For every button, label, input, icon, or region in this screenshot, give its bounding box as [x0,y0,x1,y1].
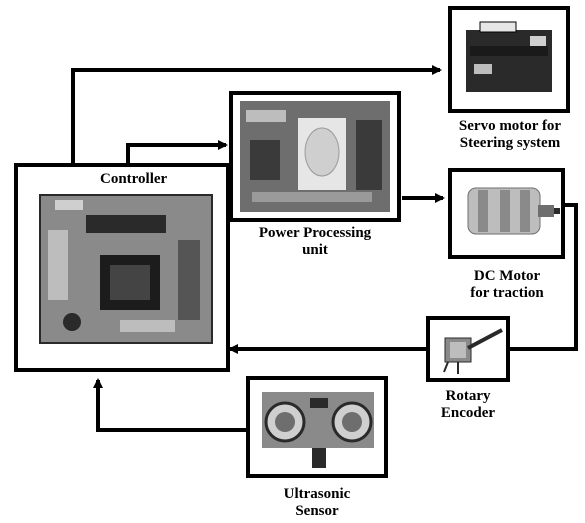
arrow-controller-to-power-unit [126,140,228,163]
controller-block [14,163,230,372]
servo-motor-label: Servo motor for Steering system [440,118,580,152]
dc-motor-label-line2: for traction [470,285,544,301]
controller-board-photo [39,194,213,344]
servo-motor-block [448,6,570,113]
rotary-encoder-label: Rotary Encoder [420,388,516,422]
servo-motor-label-line2: Steering system [459,135,561,151]
power-unit-label-line1: Power Processing [258,225,372,241]
power-unit-label: Power Processing unit [244,225,386,259]
controller-label-text: Controller [100,171,168,187]
power-board-photo [240,101,390,212]
dc-motor-photo [467,187,560,235]
arrow-controller-to-servo [71,65,442,163]
arrow-dc-motor-to-encoder [510,203,578,351]
ultrasonic-sensor-label: Ultrasonic Sensor [262,486,372,520]
servo-motor-photo [466,21,552,92]
connections [71,65,578,432]
controller-label: Controller [100,171,167,188]
servo-motor-label-line1: Servo motor for [458,118,562,134]
rotary-encoder-label-line1: Rotary [445,388,491,404]
ultrasonic-sensor-photo [262,392,374,468]
rotary-encoder-block [426,316,510,382]
dc-motor-label-line1: DC Motor [473,268,541,284]
arrow-sensor-to-controller [93,378,248,432]
rotary-encoder-photo [443,328,503,374]
power-unit-label-line2: unit [302,242,328,258]
ultrasonic-sensor-label-line2: Sensor [295,503,339,519]
dc-motor-label: DC Motor for traction [446,268,568,302]
ultrasonic-sensor-label-line1: Ultrasonic [283,486,351,502]
rotary-encoder-label-line2: Encoder [440,405,496,421]
ultrasonic-sensor-block [246,376,388,478]
power-unit-block [229,91,401,222]
dc-motor-block [448,168,565,259]
